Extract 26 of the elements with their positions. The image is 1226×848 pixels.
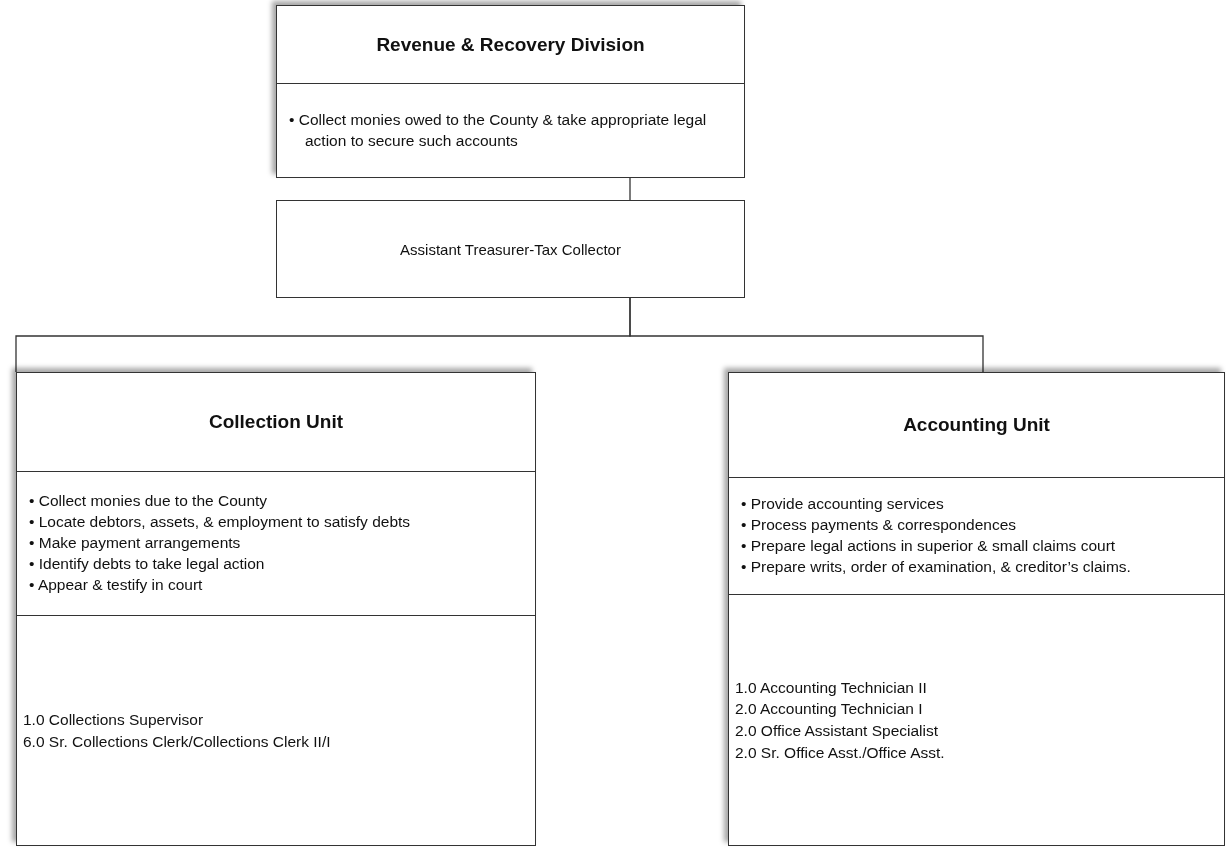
unit-heading: Collection Unit	[207, 411, 345, 433]
org-box	[16, 372, 536, 846]
duty-item: • Make payment arrangements	[29, 533, 242, 554]
staffing-line: 2.0 Accounting Technician I	[734, 699, 924, 720]
duty-item: • Collect monies owed to the County & take appropriate legal action to secure such accounts	[289, 109, 708, 151]
position-title: Assistant Treasurer-Tax Collector	[399, 240, 622, 258]
duty-item: • Prepare writs, order of examination, & creditor’s claims.	[741, 556, 1132, 577]
org-box	[728, 372, 1225, 846]
connector-line	[629, 177, 631, 201]
staffing-line: 1.0 Collections Supervisor	[22, 709, 205, 730]
duty-item: • Provide accounting services	[741, 494, 945, 515]
staffing-line: 2.0 Sr. Office Asst./Office Asst.	[734, 742, 946, 763]
duty-item: • Collect monies due to the County	[29, 491, 269, 512]
unit-heading: Revenue & Recovery Division	[375, 33, 646, 56]
org-box	[276, 5, 745, 178]
duty-item: • Locate debtors, assets, & employment to satisfy debts	[29, 512, 412, 533]
staffing-line: 1.0 Accounting Technician II	[734, 677, 928, 698]
duty-item: • Identify debts to take legal action	[29, 553, 266, 574]
connector-line	[629, 297, 984, 373]
staffing-line: 6.0 Sr. Collections Clerk/Collections Clerk II/I	[22, 731, 332, 752]
unit-heading: Accounting Unit	[902, 414, 1051, 436]
duty-item: • Process payments & correspondences	[741, 515, 1018, 536]
staffing-line: 2.0 Office Assistant Specialist	[734, 721, 940, 741]
duty-item: • Appear & testify in court	[29, 574, 204, 595]
org-box	[276, 200, 745, 298]
duty-item: • Prepare legal actions in superior & small claims court	[741, 536, 1117, 556]
